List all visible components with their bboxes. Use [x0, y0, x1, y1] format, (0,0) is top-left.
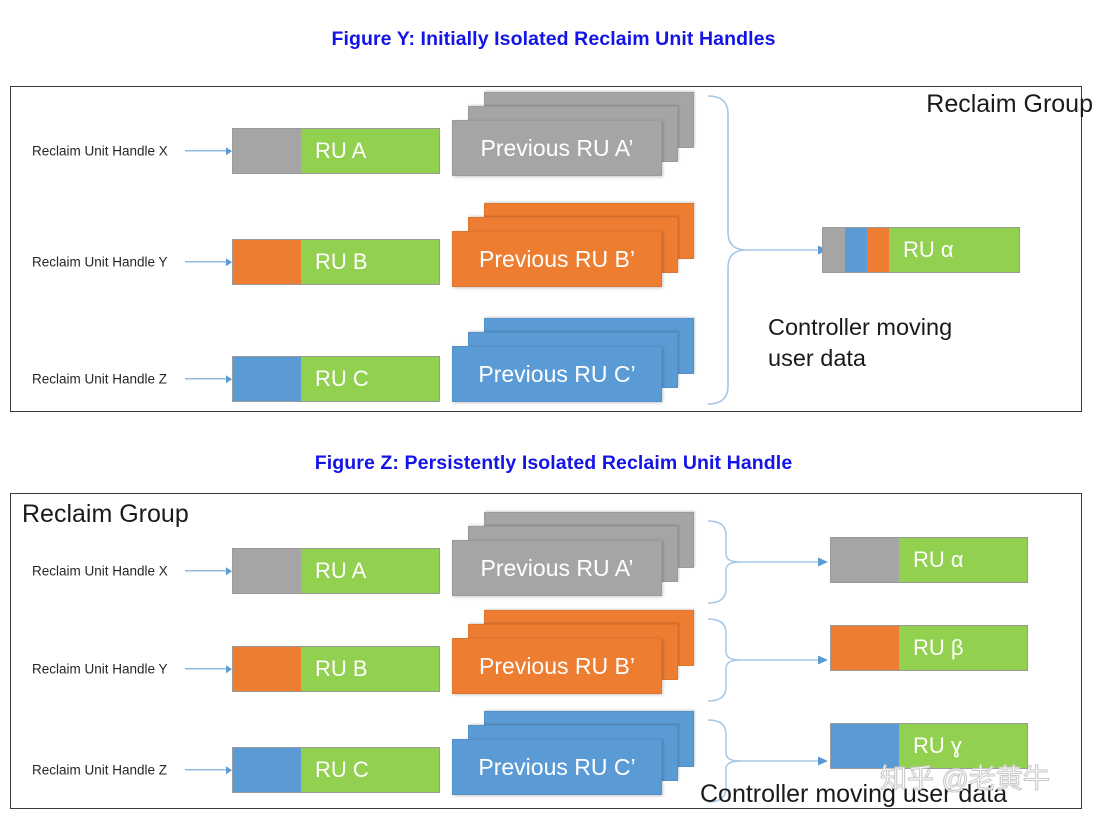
figure-z-ru-bar-c[interactable]: RU C — [232, 747, 440, 793]
figure-y-reclaim-group-label: Reclaim Group — [926, 90, 1093, 118]
figure-z-title: Figure Z: Persistently Isolated Reclaim … — [314, 452, 793, 474]
figure-y-previous-ru-stack-c[interactable]: Previous RU C’ — [452, 318, 700, 402]
figure-y-output-segment-blue — [845, 228, 867, 272]
figure-y-previous-ru-stack-a[interactable]: Previous RU A’ — [452, 92, 700, 176]
figure-z-lead-arrow-x — [185, 570, 231, 572]
figure-z-ru-bar-a-label: RU A — [301, 549, 439, 593]
figure-y-lead-arrow-y — [185, 261, 231, 263]
figure-y-handle-label-y: Reclaim Unit Handle Y — [32, 254, 168, 270]
figure-z-handle-segment-y — [233, 647, 301, 691]
figure-z-previous-ru-card-b-1: Previous RU B’ — [452, 638, 662, 694]
figure-z-brace-connector-z — [707, 719, 828, 803]
figure-z-output-ru-gamma[interactable]: RU ɣ — [830, 723, 1028, 769]
figure-z-output-ru-alpha-label: RU α — [899, 538, 1027, 582]
figure-y-ru-bar-c[interactable]: RU C — [232, 356, 440, 402]
figure-y-output-segment-orange — [867, 228, 889, 272]
figure-z-output-ru-gamma-label: RU ɣ — [899, 724, 1027, 768]
figure-y-previous-ru-stack-b[interactable]: Previous RU B’ — [452, 203, 700, 287]
figure-z-ru-bar-c-label: RU C — [301, 748, 439, 792]
figure-y-ru-bar-b-label: RU B — [301, 240, 439, 284]
figure-z-previous-ru-stack-b[interactable]: Previous RU B’ — [452, 610, 700, 694]
figure-y-ru-bar-c-label: RU C — [301, 357, 439, 401]
figure-z-lead-arrow-z — [185, 769, 231, 771]
figure-y-handle-segment-y — [233, 240, 301, 284]
figure-z-output-segment-gray — [831, 538, 899, 582]
figure-z-previous-ru-stack-c[interactable]: Previous RU C’ — [452, 711, 700, 795]
figure-z-output-ru-beta-label: RU β — [899, 626, 1027, 670]
figure-z-handle-segment-x — [233, 549, 301, 593]
figure-z-brace-connector-x — [707, 520, 828, 604]
figure-y-handle-segment-z — [233, 357, 301, 401]
figure-z-brace-connector-y — [707, 618, 828, 702]
figure-z-output-ru-alpha[interactable]: RU α — [830, 537, 1028, 583]
figure-y-handle-label-z: Reclaim Unit Handle Z — [32, 371, 168, 387]
figure-y-title: Figure Y: Initially Isolated Reclaim Uni… — [331, 28, 776, 50]
figure-z-note: Controller moving user data — [700, 780, 1008, 808]
figure-z-handle-segment-z — [233, 748, 301, 792]
figure-z-previous-ru-card-a-1: Previous RU A’ — [452, 540, 662, 596]
figure-z-ru-bar-b-label: RU B — [301, 647, 439, 691]
figure-z-previous-ru-card-c-1: Previous RU C’ — [452, 739, 662, 795]
figure-z-output-ru-beta[interactable]: RU β — [830, 625, 1028, 671]
figure-z-handle-label-x: Reclaim Unit Handle X — [32, 563, 168, 579]
figure-z-handle-label-y: Reclaim Unit Handle Y — [32, 661, 168, 677]
figure-y-handle-segment-x — [233, 129, 301, 173]
figure-y-ru-bar-b[interactable]: RU B — [232, 239, 440, 285]
figure-z-previous-ru-stack-a[interactable]: Previous RU A’ — [452, 512, 700, 596]
figure-y-previous-ru-card-c-1: Previous RU C’ — [452, 346, 662, 402]
figure-z-output-segment-blue — [831, 724, 899, 768]
figure-y-output-ru-alpha-label: RU α — [889, 228, 1019, 272]
figure-z-output-segment-orange — [831, 626, 899, 670]
figure-y-previous-ru-card-a-1: Previous RU A’ — [452, 120, 662, 176]
figure-y-ru-bar-a[interactable]: RU A — [232, 128, 440, 174]
figure-z-reclaim-group-label: Reclaim Group — [22, 500, 189, 528]
figure-y-output-segment-gray — [823, 228, 845, 272]
figure-z-ru-bar-a[interactable]: RU A — [232, 548, 440, 594]
figure-y-previous-ru-card-b-1: Previous RU B’ — [452, 231, 662, 287]
figure-y-note: Controller moving user data — [768, 314, 953, 372]
figure-y-output-ru-alpha[interactable]: RU α — [822, 227, 1020, 273]
figure-y-lead-arrow-z — [185, 378, 231, 380]
figure-y-handle-label-x: Reclaim Unit Handle X — [32, 143, 168, 159]
figure-y-ru-bar-a-label: RU A — [301, 129, 439, 173]
figure-y-lead-arrow-x — [185, 150, 231, 152]
figure-z-lead-arrow-y — [185, 668, 231, 670]
figure-z-ru-bar-b[interactable]: RU B — [232, 646, 440, 692]
figure-z-handle-label-z: Reclaim Unit Handle Z — [32, 762, 168, 778]
